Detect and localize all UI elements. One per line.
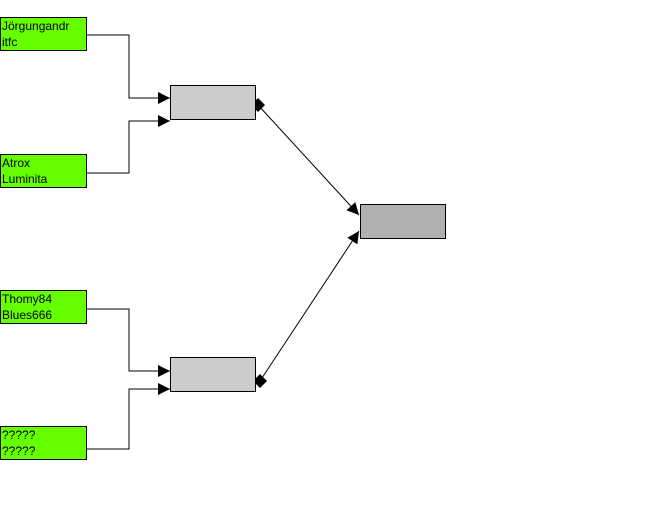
entry-3-line-2: Blues666	[2, 308, 53, 322]
connector-entry-2	[86, 115, 170, 174]
connector-semifinal-1	[257, 104, 360, 216]
connector-semifinal-2	[259, 230, 360, 382]
entry-3-line-1: Thomy84	[2, 292, 53, 306]
connector-entry-3	[86, 308, 170, 377]
entry-box-4: ????? ?????	[0, 426, 87, 460]
semifinal-box-1	[170, 85, 256, 120]
entry-2-line-1: Atrox	[2, 156, 31, 170]
connector-entry-4	[86, 383, 170, 450]
diamond-marker-semifinal-2	[253, 374, 267, 388]
final-box	[360, 204, 446, 239]
entry-1-line-2: itfc	[2, 35, 18, 49]
entry-1-line-1: Jörgungandr	[2, 19, 70, 33]
entry-box-1: Jörgungandr itfc	[0, 17, 87, 51]
entry-2-line-2: Luminita	[2, 172, 48, 186]
entry-4-line-1: ?????	[2, 428, 36, 442]
entry-box-2: Atrox Luminita	[0, 154, 87, 188]
connector-entry-1	[86, 34, 170, 104]
entry-box-3: Thomy84 Blues666	[0, 290, 87, 324]
semifinal-box-2	[170, 357, 256, 392]
entry-4-line-2: ?????	[2, 444, 36, 458]
